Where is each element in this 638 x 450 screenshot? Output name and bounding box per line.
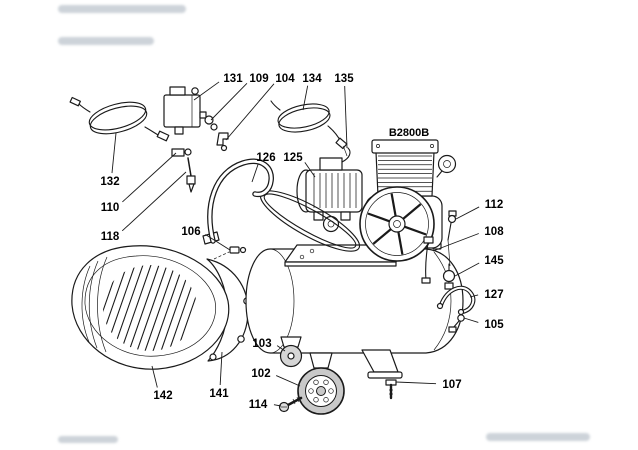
part-label-104: 104 (275, 73, 295, 85)
part-label-141: 141 (209, 388, 229, 400)
leader-line-141 (219, 351, 223, 386)
part-label-134: 134 (302, 73, 322, 85)
leader-line-135 (344, 85, 348, 149)
fitting-105 (448, 314, 465, 333)
motor (296, 147, 363, 233)
part-label-118: 118 (101, 231, 120, 243)
caster (279, 336, 303, 368)
leader-line-105 (463, 317, 479, 323)
leader-line-110 (122, 152, 177, 203)
leader-line-125 (304, 162, 316, 178)
pressure-switch (163, 86, 207, 135)
leader-line-131 (193, 81, 220, 101)
power-cable-coil (69, 96, 170, 142)
leader-line-109 (210, 82, 248, 121)
leader-line-106 (205, 234, 231, 251)
part-label-142: 142 (153, 390, 172, 402)
fitting-112 (447, 210, 457, 267)
check-valve-145 (442, 263, 456, 290)
part-label-106: 106 (181, 226, 200, 238)
motor-cable-coil (270, 100, 348, 157)
leader-line-107 (395, 381, 437, 385)
part-label-114: 114 (249, 399, 268, 411)
tube-127 (436, 285, 476, 316)
part-label-108: 108 (484, 226, 504, 238)
part-label-110: 110 (101, 202, 120, 214)
leader-line-114 (273, 404, 282, 407)
unloader-tube-108 (421, 236, 434, 284)
cylinder-head (371, 139, 439, 154)
part-label-127: 127 (484, 289, 503, 301)
part-label-103: 103 (252, 338, 271, 350)
leader-line-145 (454, 262, 480, 277)
leader-line-142 (151, 365, 158, 388)
leader-line-112 (455, 206, 480, 220)
flywheel (359, 186, 435, 262)
part-label-131: 131 (223, 73, 243, 85)
leader-line-103 (276, 345, 286, 352)
leader-line-118 (121, 171, 187, 232)
fitting-106 (213, 246, 247, 260)
model-label: B2800B (389, 127, 429, 139)
leader-line-132 (111, 132, 117, 174)
part-label-109: 109 (249, 73, 268, 85)
tank (245, 242, 464, 354)
watermark-text (58, 5, 590, 443)
part-label-107: 107 (442, 379, 461, 391)
fitting-109 (204, 115, 218, 131)
part-label-145: 145 (484, 255, 504, 267)
motor-terminal-box (319, 157, 343, 171)
pipe-118 (186, 157, 196, 193)
part-label-126: 126 (256, 152, 275, 164)
wheel (297, 367, 345, 415)
support-leg (361, 349, 403, 379)
fitting-104 (216, 132, 229, 152)
axle-bolt-114 (278, 396, 303, 413)
air-filter (437, 154, 457, 174)
leader-line-126 (251, 163, 259, 183)
part-label-132: 132 (100, 176, 119, 188)
leader-line-102 (275, 375, 301, 387)
handle (202, 158, 274, 245)
fitting-110 (171, 148, 192, 157)
leader-line-127 (469, 294, 479, 298)
bolt-107 (385, 379, 397, 400)
wheel-bracket (309, 352, 333, 369)
part-label-135: 135 (334, 73, 354, 85)
part-label-102: 102 (251, 368, 270, 380)
leader-line-104 (225, 83, 275, 141)
part-label-105: 105 (484, 319, 504, 331)
leader-line-108 (432, 233, 479, 252)
leader-line-134 (302, 85, 309, 111)
belt-guard-cover (71, 245, 230, 370)
callout-labels: 131 109 104 134 135 132 110 118 106 126 125 112 108 1… (100, 73, 504, 411)
part-label-125: 125 (283, 152, 303, 164)
part-label-112: 112 (485, 199, 504, 211)
